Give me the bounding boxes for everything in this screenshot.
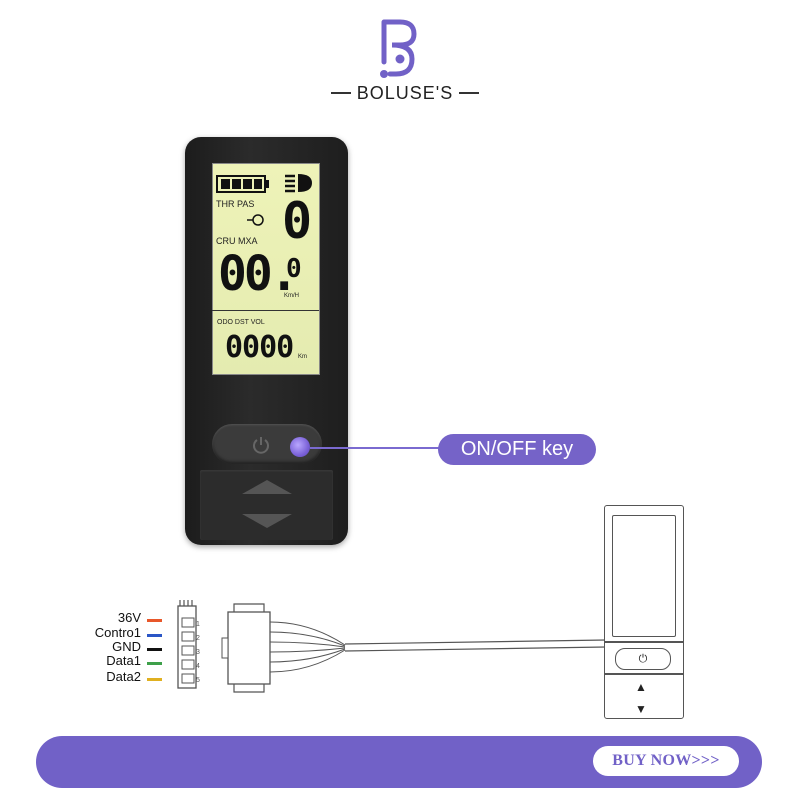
mode-labels-top: THR PAS xyxy=(216,199,255,209)
up-arrow-icon: ▲ xyxy=(635,680,647,694)
wire-label-contro1: Contro1 xyxy=(94,625,141,640)
speed-value: 00. xyxy=(218,246,299,302)
pin-number: 1 xyxy=(196,621,200,628)
wire-label-36v: 36V xyxy=(117,610,141,625)
speed-decimal: 0 xyxy=(286,254,302,284)
wire-label-gnd: GND xyxy=(112,639,141,654)
wire-color-data1 xyxy=(147,662,162,665)
wire-color-36v xyxy=(147,619,162,622)
on-off-key-callout: ON/OFF key xyxy=(438,434,596,465)
callout-leader-line xyxy=(310,447,450,449)
wire-color-contro1 xyxy=(147,634,162,637)
brand-name: BOLUSE'S xyxy=(356,82,454,103)
lcd-divider xyxy=(212,310,319,311)
wire-color-gnd xyxy=(147,648,162,651)
up-arrow-icon[interactable] xyxy=(240,478,294,496)
buy-now-button[interactable]: BUY NOW>>> xyxy=(593,746,739,776)
speed-unit: Km/H xyxy=(284,293,299,299)
display-outline-screen xyxy=(612,515,676,637)
lcd-screen xyxy=(212,163,320,375)
brand-logo xyxy=(380,19,417,78)
power-icon xyxy=(253,437,269,454)
assist-level-value: 0 xyxy=(282,192,313,250)
odometer-value: 0000 xyxy=(225,330,294,365)
connector-cable-diagram xyxy=(177,600,607,693)
display-outline-power-button: ⏻ xyxy=(615,648,671,670)
odometer-unit: Km xyxy=(298,354,307,360)
down-arrow-icon[interactable] xyxy=(240,512,294,530)
brand-wordmark: BOLUSE'S xyxy=(325,80,485,106)
display-outline-diagram xyxy=(604,505,684,719)
on-off-indicator-dot xyxy=(290,437,310,457)
wire-label-data2: Data2 xyxy=(106,669,141,684)
pin-number: 4 xyxy=(196,663,200,670)
display-outline-divider xyxy=(604,641,683,643)
wire-color-data2 xyxy=(147,678,162,681)
pin-number: 5 xyxy=(196,677,200,684)
battery-full-icon xyxy=(216,175,269,193)
info-labels: ODO DST VOL xyxy=(217,319,265,326)
headlight-icon xyxy=(285,174,312,193)
display-outline-divider xyxy=(604,673,683,675)
power-icon: ⏻ xyxy=(638,652,648,665)
brand-divider-left xyxy=(330,92,351,94)
connector-pin-numbers: 1 2 3 4 5 xyxy=(196,618,204,688)
wire-label-data1: Data1 xyxy=(106,653,141,668)
brand-divider-right xyxy=(459,92,480,94)
down-arrow-icon: ▼ xyxy=(635,702,647,716)
mode-labels-bottom: CRU MXA xyxy=(216,236,258,246)
cruise-icon xyxy=(247,214,264,226)
pin-number: 2 xyxy=(196,635,200,642)
pin-number: 3 xyxy=(196,649,200,656)
